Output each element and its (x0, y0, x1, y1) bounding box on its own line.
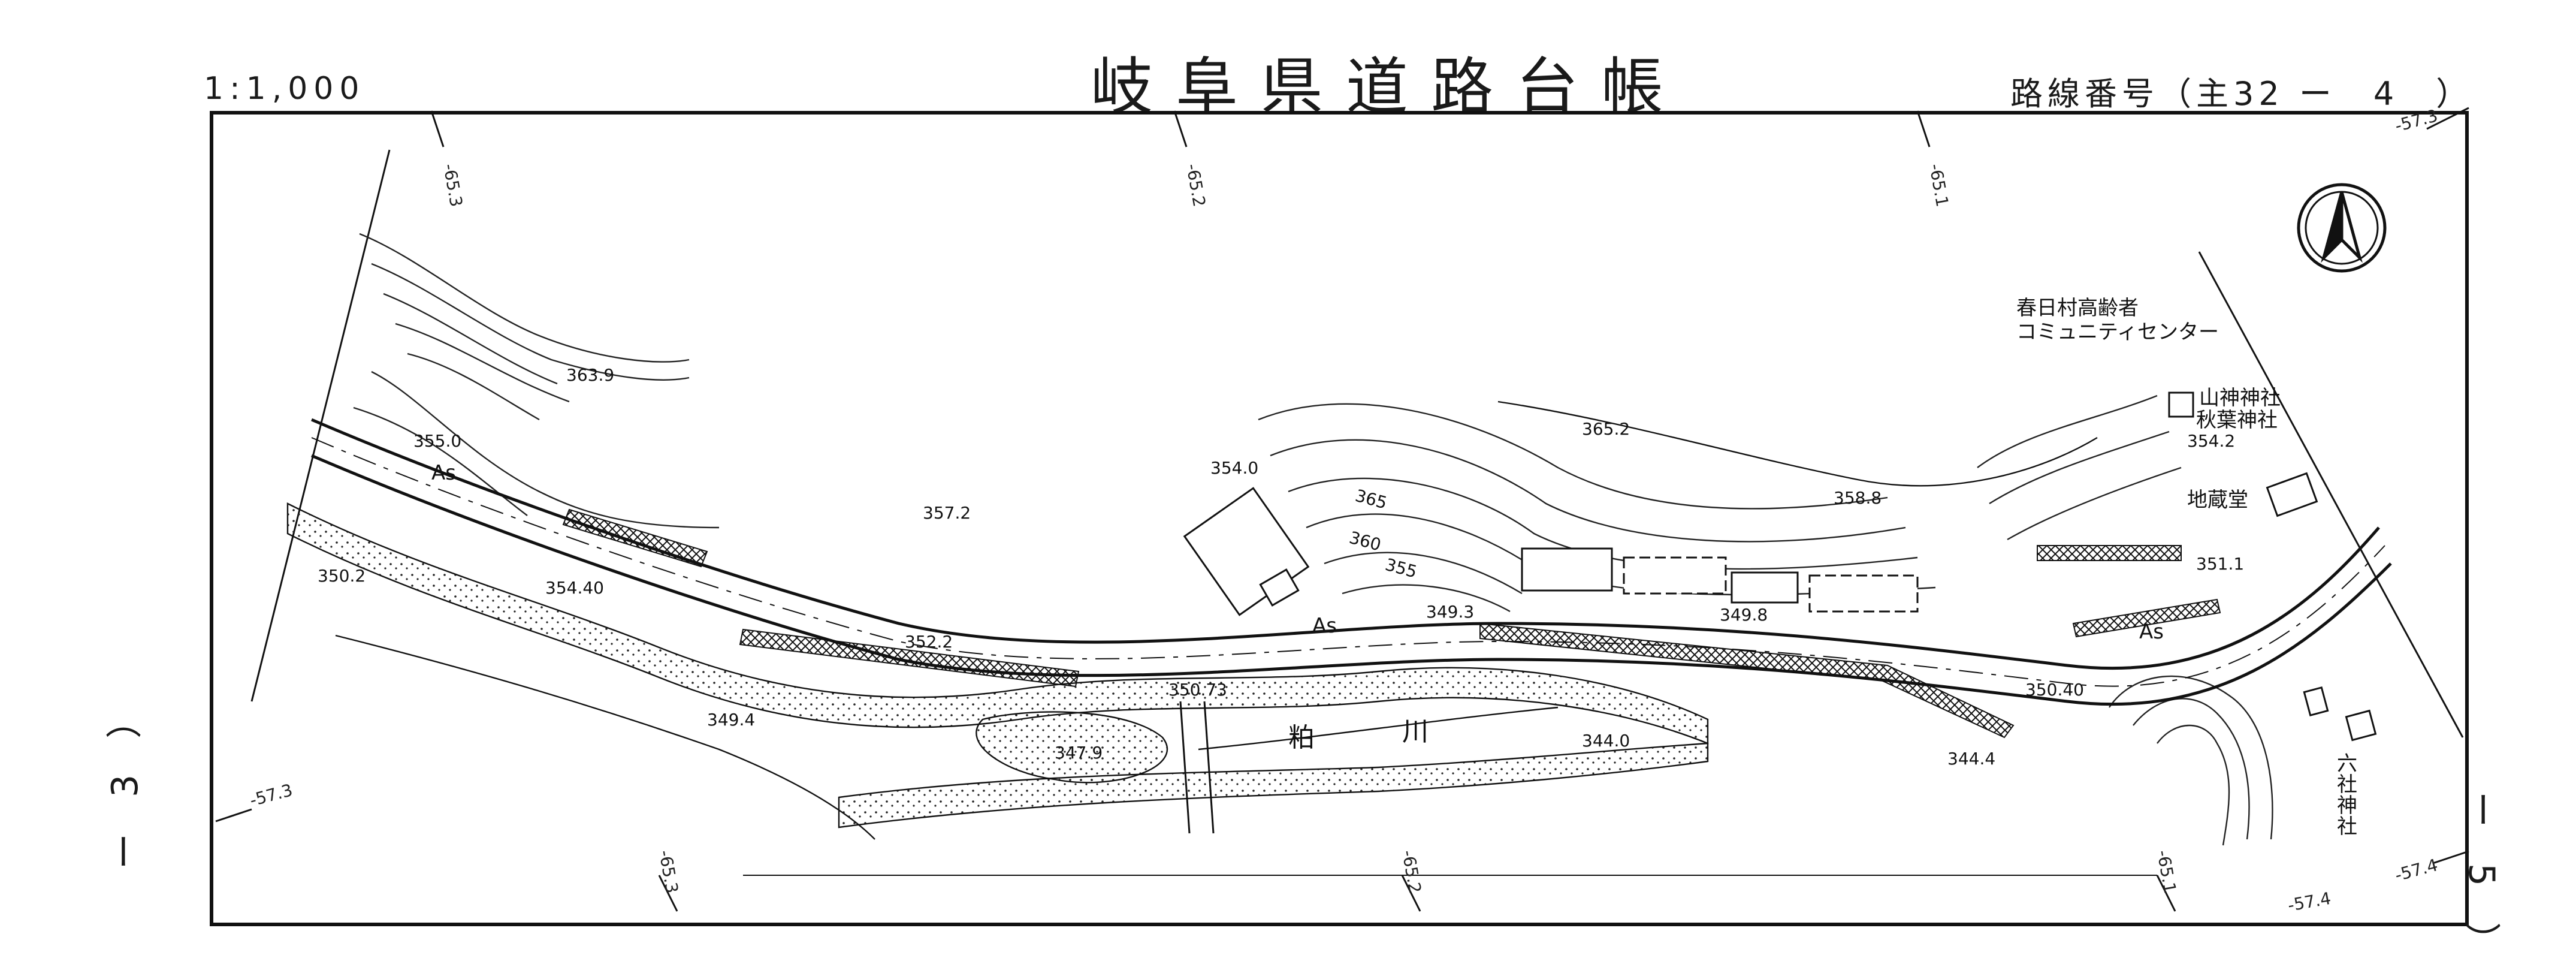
elevation-label: 350.40 (2025, 680, 2084, 700)
shrine-label: 社 (2337, 773, 2357, 797)
river-name: 川 (1402, 716, 1429, 747)
elevation-label: 358.8 (1834, 488, 1882, 508)
community-center-label: 春日村高齢者 (2016, 296, 2139, 320)
elevation-label: 349.4 (707, 710, 755, 730)
elevation-label: 354.40 (545, 578, 604, 598)
shrine-label: 山神神社 (2199, 386, 2281, 410)
river-bank (286, 502, 1709, 829)
grid-ref: -57.3 (247, 780, 295, 811)
grid-ref: -65.2 (1398, 848, 1425, 894)
river-flow (335, 634, 1559, 840)
north-arrow-icon (2297, 183, 2387, 273)
contours-left (353, 233, 720, 529)
route-number: 路線番号（主32 ー 4 ） (2010, 75, 2474, 113)
grid-ref: -57.3 (2393, 106, 2440, 136)
elevation-label: 365.2 (1582, 419, 1630, 439)
surface-label: As (431, 461, 456, 485)
elevation-label: 347.9 (1055, 743, 1103, 763)
shrine-label: 秋葉神社 (2196, 408, 2278, 432)
grid-ref: -65.3 (655, 848, 682, 894)
shrine-label: 神 (2337, 794, 2357, 818)
elevation-label: 357.2 (923, 503, 971, 523)
fence (1497, 400, 2098, 487)
grid-ticks (215, 107, 2469, 912)
grid-ref: -65.2 (1182, 162, 1209, 208)
elevation-label: 349.3 (1426, 602, 1474, 622)
elevation-label: 350.2 (318, 566, 366, 586)
elevation-label: 352.2 (905, 632, 953, 652)
map-frame (210, 111, 2469, 926)
elevation-label: 354.0 (1210, 458, 1258, 478)
elevation-label: 349.8 (1720, 605, 1768, 625)
elevation-label: 355.0 (413, 431, 461, 451)
river-name: 粕 (1288, 722, 1315, 753)
elevation-label: 344.4 (1947, 749, 1995, 769)
shrine-label: 社 (2337, 815, 2357, 839)
elevation-label: 354.2 (2187, 431, 2235, 451)
elevation-label: 350.73 (1168, 680, 1227, 700)
shrine-label: 六 (2337, 752, 2357, 776)
contour-label: 365 (1353, 486, 1389, 513)
jizo-hall-label: 地蔵堂 (2187, 488, 2248, 512)
elevation-label: 363.9 (566, 365, 614, 385)
map-boundary (250, 149, 2464, 876)
contours-right (1977, 394, 2273, 846)
bridge (1179, 701, 1215, 834)
surface-label: As (1312, 614, 1337, 638)
buildings (1183, 391, 2377, 742)
grid-ref: -57.4 (2393, 855, 2440, 885)
elevation-label: 351.1 (2196, 554, 2244, 574)
retaining-walls (562, 508, 2221, 739)
grid-ref: -65.3 (439, 162, 466, 208)
surface-label: As (2139, 620, 2164, 644)
grid-ref: -65.1 (1925, 162, 1952, 208)
grid-ref: -65.1 (2153, 848, 2180, 894)
map-scale: 1:1,000 (204, 71, 366, 107)
elevation-label: 344.0 (1582, 731, 1630, 751)
contour-label: 360 (1347, 528, 1383, 555)
contour-label: 355 (1383, 555, 1419, 582)
grid-ref: -57.4 (2286, 888, 2332, 915)
community-center-label: コミュニティセンター (2016, 320, 2219, 344)
